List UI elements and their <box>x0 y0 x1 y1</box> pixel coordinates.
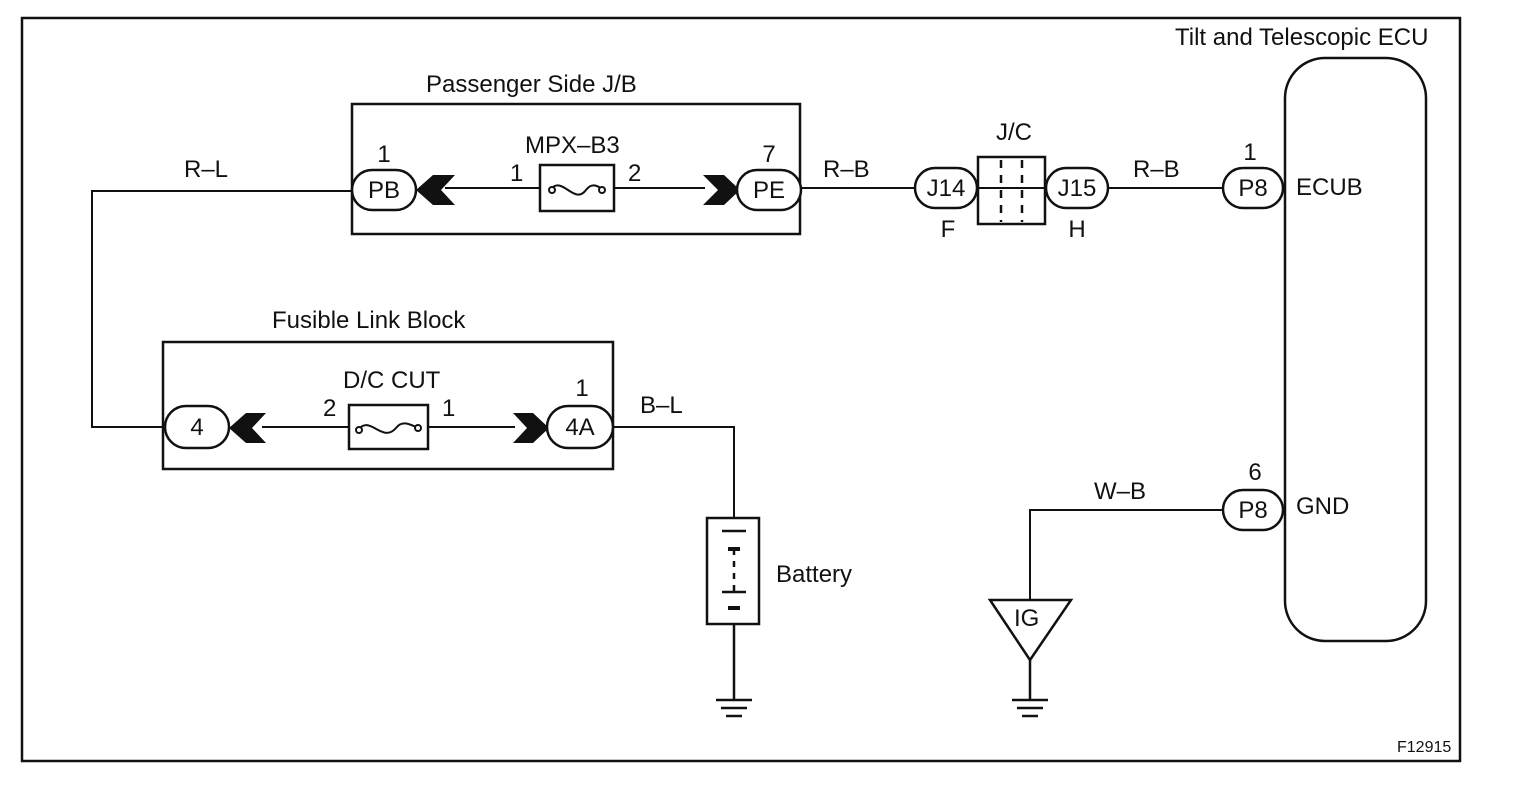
jb-left-arrow-icon <box>416 175 455 205</box>
figure-id: F12915 <box>1397 739 1451 756</box>
jb-fuse-pin-right: 2 <box>628 160 641 187</box>
wire-r-l-label: R–L <box>184 156 228 183</box>
wire-r-b-1-label: R–B <box>823 156 870 183</box>
connector-p8-ecub-pin: 1 <box>1243 139 1256 166</box>
ecu-pin-ecub: ECUB <box>1296 174 1363 201</box>
flb-title: Fusible Link Block <box>272 307 466 334</box>
ig-label: IG <box>1014 605 1039 632</box>
flb-fuse-pin-left: 2 <box>323 395 336 422</box>
ecu-pin-gnd: GND <box>1296 493 1349 520</box>
connector-4a <box>545 404 615 450</box>
jb-fuse-dot-right <box>598 186 606 194</box>
jb-fuse <box>538 163 616 213</box>
connector-pb-label: PB <box>368 177 400 204</box>
flb-fuse-label: D/C CUT <box>343 367 441 394</box>
wire-b-l <box>612 426 735 518</box>
connector-j14-sub: F <box>941 216 956 243</box>
flb-left-arrow-icon <box>229 413 266 443</box>
outer-frame <box>20 16 1462 763</box>
connector-j15 <box>1044 166 1110 210</box>
connector-4a-pin: 1 <box>575 375 588 402</box>
connector-j14 <box>913 166 979 210</box>
battery-ground-icon <box>716 624 752 718</box>
ig-ground-triangle <box>987 598 1074 663</box>
connector-4a-label: 4A <box>565 414 594 441</box>
wire-w-b <box>1029 509 1225 600</box>
jb-fuse-element-icon <box>549 184 605 196</box>
connector-pe-label: PE <box>753 177 785 204</box>
connector-p8-gnd <box>1221 488 1285 532</box>
ecu-title: Tilt and Telescopic ECU <box>1175 24 1428 51</box>
flb-box <box>161 340 615 471</box>
connector-pe-pin: 7 <box>762 141 775 168</box>
connector-p8-ecub <box>1221 166 1285 210</box>
wire-w-b-label: W–B <box>1094 478 1146 505</box>
battery-cells <box>722 529 746 610</box>
battery-label: Battery <box>776 561 852 588</box>
connector-j14-label: J14 <box>927 175 966 202</box>
flb-right-arrow-icon <box>513 413 549 443</box>
wire-r-l <box>91 190 352 428</box>
connector-p8-gnd-pin: 6 <box>1248 459 1261 486</box>
jc-box <box>976 155 1047 226</box>
flb-fuse <box>347 403 430 451</box>
jb-right-arrow-icon <box>703 175 740 205</box>
connector-j15-label: J15 <box>1058 175 1097 202</box>
connector-pe <box>735 168 803 212</box>
ig-ground-icon <box>1012 660 1048 718</box>
jb-title: Passenger Side J/B <box>426 71 637 98</box>
connector-p8-ecub-label: P8 <box>1238 175 1267 202</box>
connector-pb-pin: 1 <box>377 141 390 168</box>
connector-4 <box>163 404 231 450</box>
jb-fuse-dot-left <box>548 186 556 194</box>
flb-fuse-pin-right: 1 <box>442 395 455 422</box>
connector-4-label: 4 <box>190 414 203 441</box>
connector-j15-sub: H <box>1068 216 1085 243</box>
jb-box <box>350 102 802 236</box>
flb-fuse-dot-left <box>355 426 363 434</box>
flb-fuse-element-icon <box>357 422 419 434</box>
jb-fuse-pin-left: 1 <box>510 160 523 187</box>
connector-p8-gnd-label: P8 <box>1238 497 1267 524</box>
wire-b-l-label: B–L <box>640 392 683 419</box>
ecu-box <box>1283 56 1428 643</box>
jc-title: J/C <box>996 119 1032 146</box>
wire-r-b-2-label: R–B <box>1133 156 1180 183</box>
flb-fuse-dot-right <box>414 424 422 432</box>
jb-fuse-label: MPX–B3 <box>525 132 620 159</box>
